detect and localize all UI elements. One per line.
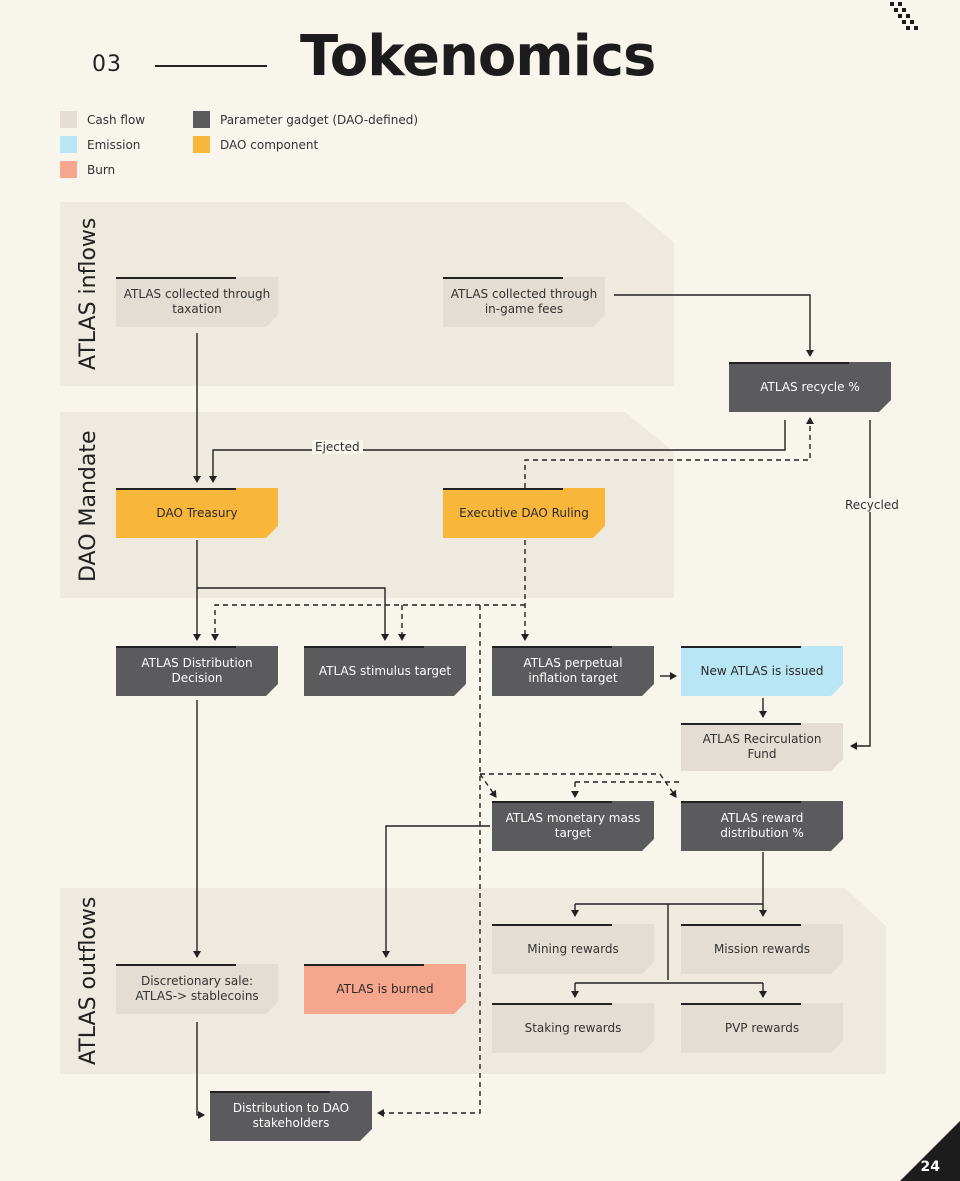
page-title: Tokenomics — [300, 24, 656, 89]
legend-parameter-gadget: Parameter gadget (DAO-defined) — [193, 111, 418, 128]
node-collected-ingame-fees: ATLAS collected through in-game fees — [443, 277, 605, 327]
node-discretionary-sale: Discretionary sale: ATLAS-> stablecoins — [116, 964, 278, 1014]
node-distribution-decision: ATLAS Distribution Decision — [116, 646, 278, 696]
legend-label: Cash flow — [87, 112, 146, 127]
node-monetary-mass-target: ATLAS monetary mass target — [492, 801, 654, 851]
page-number: 24 — [920, 1159, 940, 1175]
node-reward-distribution-percent: ATLAS reward distribution % — [681, 801, 843, 851]
node-atlas-burned: ATLAS is burned — [304, 964, 466, 1014]
legend-swatch — [193, 111, 210, 128]
legend-emission: Emission — [60, 136, 140, 153]
legend-label: Parameter gadget (DAO-defined) — [220, 112, 419, 127]
legend-label: Burn — [87, 162, 116, 177]
edge-label-recycled: Recycled — [842, 498, 902, 512]
legend-burn: Burn — [60, 161, 115, 178]
legend-swatch — [60, 136, 77, 153]
node-staking-rewards: Staking rewards — [492, 1003, 654, 1053]
corner-bottom-decoration — [900, 1121, 960, 1181]
node-distribution-to-stakeholders: Distribution to DAO stakeholders — [210, 1091, 372, 1141]
section-number: 03 — [92, 52, 122, 77]
node-mining-rewards: Mining rewards — [492, 924, 654, 974]
legend-swatch — [60, 111, 77, 128]
node-collected-taxation: ATLAS collected through taxation — [116, 277, 278, 327]
legend-swatch — [60, 161, 77, 178]
node-stimulus-target: ATLAS stimulus target — [304, 646, 466, 696]
legend-cash-flow: Cash flow — [60, 111, 145, 128]
title-rule — [155, 65, 267, 67]
node-dao-treasury: DAO Treasury — [116, 488, 278, 538]
legend-swatch — [193, 136, 210, 153]
node-recirculation-fund: ATLAS Recirculation Fund — [681, 723, 843, 771]
edge-label-ejected: Ejected — [312, 440, 363, 454]
legend-label: DAO component — [220, 137, 319, 152]
node-mission-rewards: Mission rewards — [681, 924, 843, 974]
legend-label: Emission — [87, 137, 141, 152]
node-executive-dao-ruling: Executive DAO Ruling — [443, 488, 605, 538]
node-perpetual-inflation-target: ATLAS perpetual inflation target — [492, 646, 654, 696]
legend-dao-component: DAO component — [193, 136, 318, 153]
node-pvp-rewards: PVP rewards — [681, 1003, 843, 1053]
node-recycle-percent: ATLAS recycle % — [729, 362, 891, 412]
node-new-atlas-issued: New ATLAS is issued — [681, 646, 843, 696]
corner-dots-decoration — [890, 2, 918, 30]
